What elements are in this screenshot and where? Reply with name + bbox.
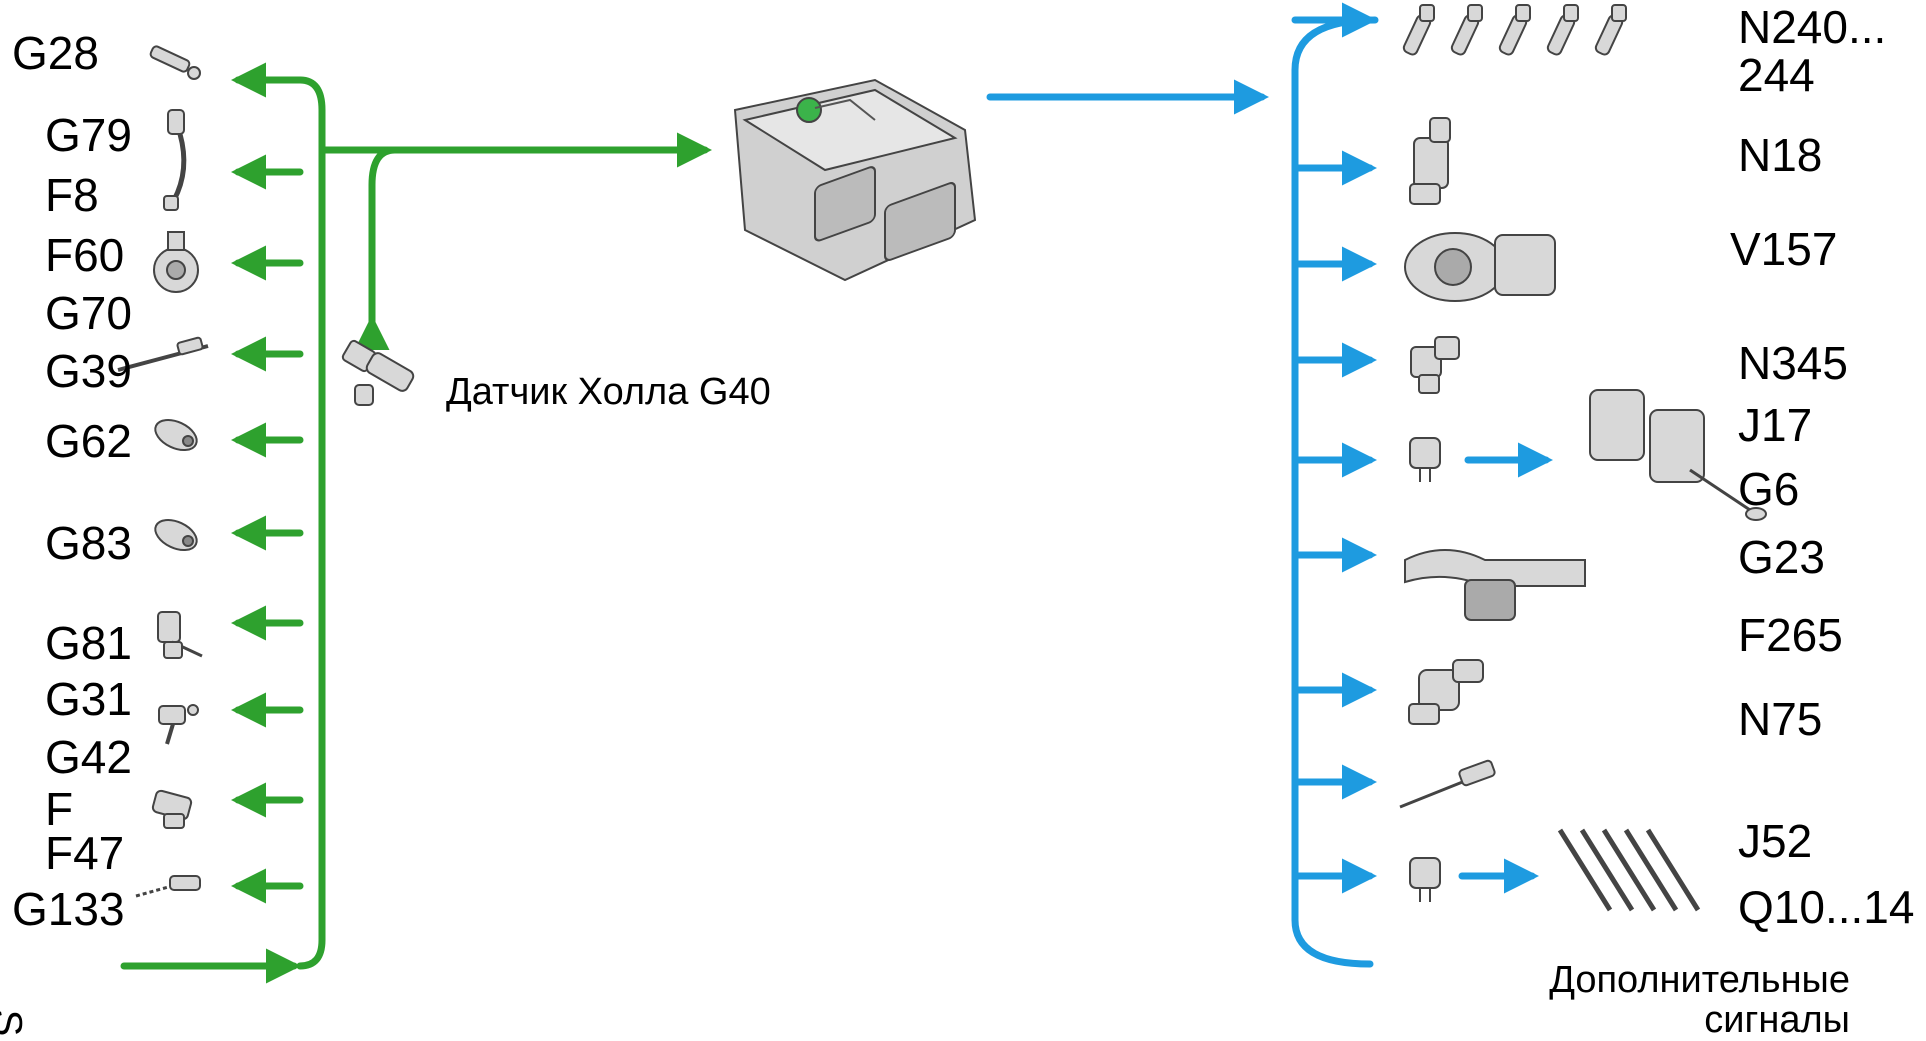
intake-flap-icon	[1404, 232, 1556, 302]
input-label-g70: G70	[45, 287, 132, 339]
input-label-g28: G28	[12, 27, 99, 79]
input-label-g81: G81	[45, 617, 132, 669]
fuel-pump-icon	[1589, 389, 1767, 521]
pressure-sensor-icon	[158, 704, 199, 745]
input-label-g39: G39	[45, 345, 132, 397]
output-label-g23: G23	[1738, 531, 1825, 583]
input-bus	[120, 62, 712, 984]
pedal-sensor-icon	[163, 109, 187, 211]
hall-sensor-line	[354, 146, 399, 350]
output-label-g6: G6	[1738, 463, 1800, 515]
input-label-g79: G79	[45, 109, 132, 161]
output-label-v157: V157	[1730, 223, 1838, 275]
output-label-n345: N345	[1738, 337, 1848, 389]
input-bus-trunk	[296, 76, 326, 970]
input-label-f47: F47	[45, 827, 125, 879]
temp-probe-icon	[135, 875, 201, 898]
valve-icon	[1409, 117, 1451, 205]
hall-sensor-label: Датчик Холла G40	[446, 371, 771, 413]
temp-sensor-icon	[154, 418, 198, 452]
hall-sensor-icon	[341, 339, 415, 406]
glow-plugs-icon	[1557, 828, 1701, 912]
output-label-j52: J52	[1738, 815, 1813, 867]
boost-valve-icon	[1408, 659, 1484, 725]
glow-sensor-icon	[1399, 759, 1496, 809]
output-label-n75: N75	[1738, 693, 1823, 745]
temp-sensor-icon	[154, 518, 198, 552]
output-label-n240: N240...	[1738, 1, 1887, 53]
input-label-g42: G42	[45, 731, 132, 783]
output-label-n18: N18	[1738, 129, 1823, 181]
pedal-switch-icon	[157, 611, 203, 659]
extra-signals-label-line1: Дополнительные	[1549, 959, 1850, 1001]
input-label-f60: F60	[45, 229, 125, 281]
output-label-244: 244	[1738, 49, 1815, 101]
corner-mark: S	[0, 1010, 30, 1037]
relay-icon	[1409, 857, 1441, 902]
input-label-g83: G83	[45, 517, 132, 569]
pressure-switch-icon	[151, 789, 193, 829]
output-label-j17: J17	[1738, 399, 1813, 451]
output-label-q10-14: Q10...14	[1738, 881, 1915, 933]
input-label-g62: G62	[45, 415, 132, 467]
relay-icon	[1409, 437, 1441, 482]
solenoid-icon	[1410, 336, 1460, 394]
output-bus-trunk	[1291, 16, 1379, 968]
input-label-g31: G31	[45, 673, 132, 725]
lambda-probe-icon	[117, 336, 209, 372]
throttle-module-icon	[153, 231, 199, 293]
speed-sensor-icon	[149, 45, 201, 80]
output-bus	[986, 2, 1553, 968]
radiator-hose-icon	[1404, 549, 1586, 621]
injector-icon	[1402, 4, 1627, 56]
output-label-f265: F265	[1738, 609, 1843, 661]
extra-signals-label-line2: сигналы	[1704, 999, 1850, 1041]
input-label-f: F	[45, 783, 74, 835]
input-label-g133: G133	[12, 883, 125, 935]
input-label-f8: F8	[45, 169, 99, 221]
ecu-module-icon	[733, 78, 977, 282]
